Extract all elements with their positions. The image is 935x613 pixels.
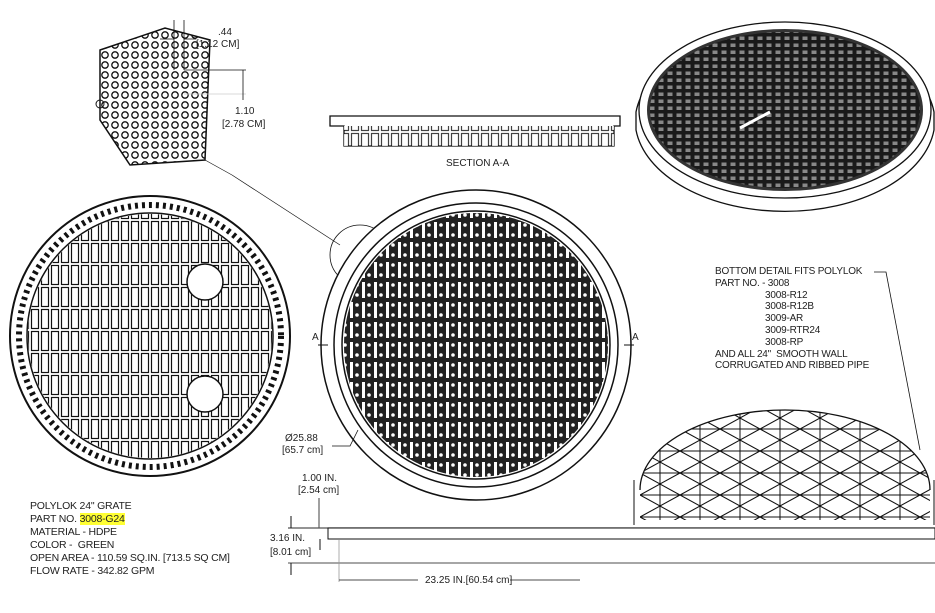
height-metric: [8.01 cm]: [270, 547, 311, 558]
lip-dim: 1.00 IN.: [302, 473, 337, 484]
diameter-metric: [65.7 cm]: [282, 445, 323, 456]
material: MATERIAL - HDPE: [30, 526, 117, 538]
rib-width-dim: .44: [218, 27, 232, 38]
depth-dim: 1.10: [235, 106, 255, 117]
bottom-detail-note: BOTTOM DETAIL FITS POLYLOK PART NO. - 30…: [715, 266, 869, 372]
note-line: CORRUGATED AND RIBBED PIPE: [715, 360, 870, 372]
compatible-part: 3008-R12B: [765, 301, 814, 313]
detail-view: .44 [1.12 CM] 1.10 [2.78 CM]: [95, 20, 266, 176]
spec-block: POLYLOK 24" GRATE PART NO. 3008-G24 MATE…: [30, 500, 230, 578]
rib-width-metric: [1.12 CM]: [196, 39, 240, 50]
lip-metric: [2.54 cm]: [298, 485, 339, 496]
part-label: PART NO.: [30, 513, 77, 525]
color: COLOR - GREEN: [30, 539, 115, 551]
grate-top-plan: [9, 195, 291, 477]
height-dim: 3.16 IN.: [270, 533, 305, 544]
compatible-part: 3008-R12: [765, 289, 808, 301]
compatible-part: 3009-AR: [765, 313, 804, 325]
grate-top-isometric: [635, 21, 935, 212]
diameter-dim: Ø25.88: [285, 433, 318, 444]
note-line: PART NO. - 3008: [715, 277, 790, 289]
compatible-part: 3009-RTR24: [765, 324, 821, 336]
section-marker-left: A: [312, 332, 319, 343]
width-dim: 23.25 IN.[60.54 cm]: [425, 575, 512, 586]
note-line: BOTTOM DETAIL FITS POLYLOK: [715, 266, 863, 277]
section-label: SECTION A-A: [446, 158, 510, 169]
compatible-part: 3008-RP: [765, 336, 804, 348]
part-number-line: PART NO. 3008-G24: [30, 513, 230, 526]
part-number: 3008-G24: [79, 513, 125, 525]
open-area: OPEN AREA - 110.59 SQ.IN. [713.5 SQ CM]: [30, 552, 230, 564]
grate-bottom-plan: A A Ø25.88 [65.7 cm]: [231, 174, 639, 501]
side-view: 1.00 IN. [2.54 cm] 3.16 IN. [8.01 cm] 23…: [270, 473, 935, 586]
flow-rate: FLOW RATE - 342.82 GPM: [30, 565, 155, 577]
note-line: AND ALL 24" SMOOTH WALL: [715, 348, 848, 360]
depth-metric: [2.78 CM]: [222, 119, 266, 130]
section-view: SECTION A-A: [329, 115, 621, 169]
product-title: POLYLOK 24" GRATE: [30, 500, 132, 512]
section-marker-right: A: [632, 332, 639, 343]
